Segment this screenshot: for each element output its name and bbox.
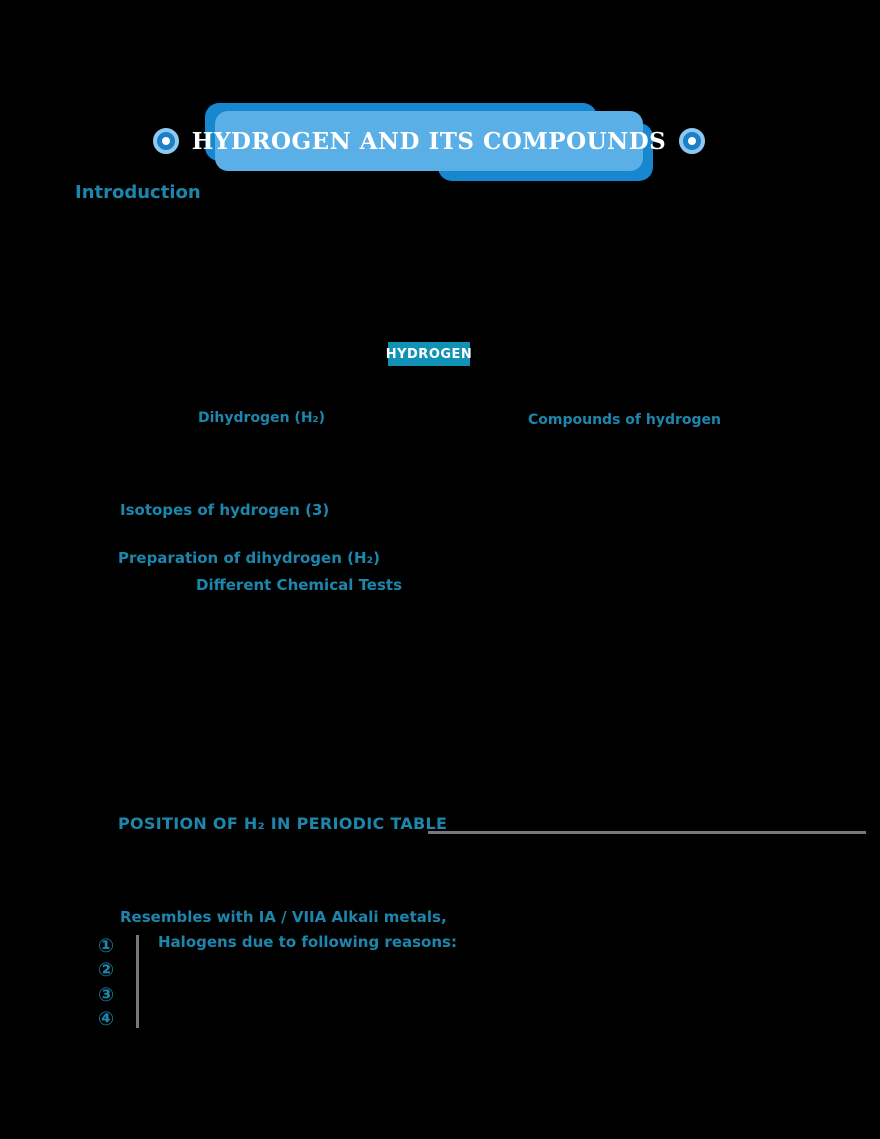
resemblance-line: Halogens due to following reasons: (158, 933, 457, 951)
banner-plate: HYDROGEN AND ITS COMPOUNDS (152, 111, 706, 171)
flowchart-root-hydrogen: HYDROGEN (386, 342, 472, 366)
intro-heading: Introduction (75, 182, 201, 203)
list-marker: ③ (98, 984, 115, 1006)
chapter-title: HYDROGEN AND ITS COMPOUNDS (191, 127, 667, 155)
outline-item: Isotopes of hydrogen (3) (120, 501, 330, 519)
list-marker: ② (98, 959, 115, 981)
flowchart-branch-right: Compounds of hydrogen (528, 412, 721, 428)
section-heading-position: POSITION OF H₂ IN PERIODIC TABLE (118, 814, 448, 833)
flowchart-branch-left: Dihydrogen (H₂) (198, 410, 326, 426)
outline-item: Different Chemical Tests (196, 576, 403, 594)
outline-item: Preparation of dihydrogen (H₂) (118, 549, 380, 567)
bullet-dot-icon (679, 128, 706, 154)
heading-rule (428, 831, 866, 834)
bracket-vertical-line (136, 935, 139, 1028)
list-marker: ④ (98, 1008, 115, 1030)
bullet-dot-icon (152, 128, 179, 154)
chapter-banner: HYDROGEN AND ITS COMPOUNDS (152, 103, 706, 181)
resemblance-line: Resembles with IA / VIIA Alkali metals, (120, 908, 447, 926)
list-marker: ① (98, 935, 115, 957)
